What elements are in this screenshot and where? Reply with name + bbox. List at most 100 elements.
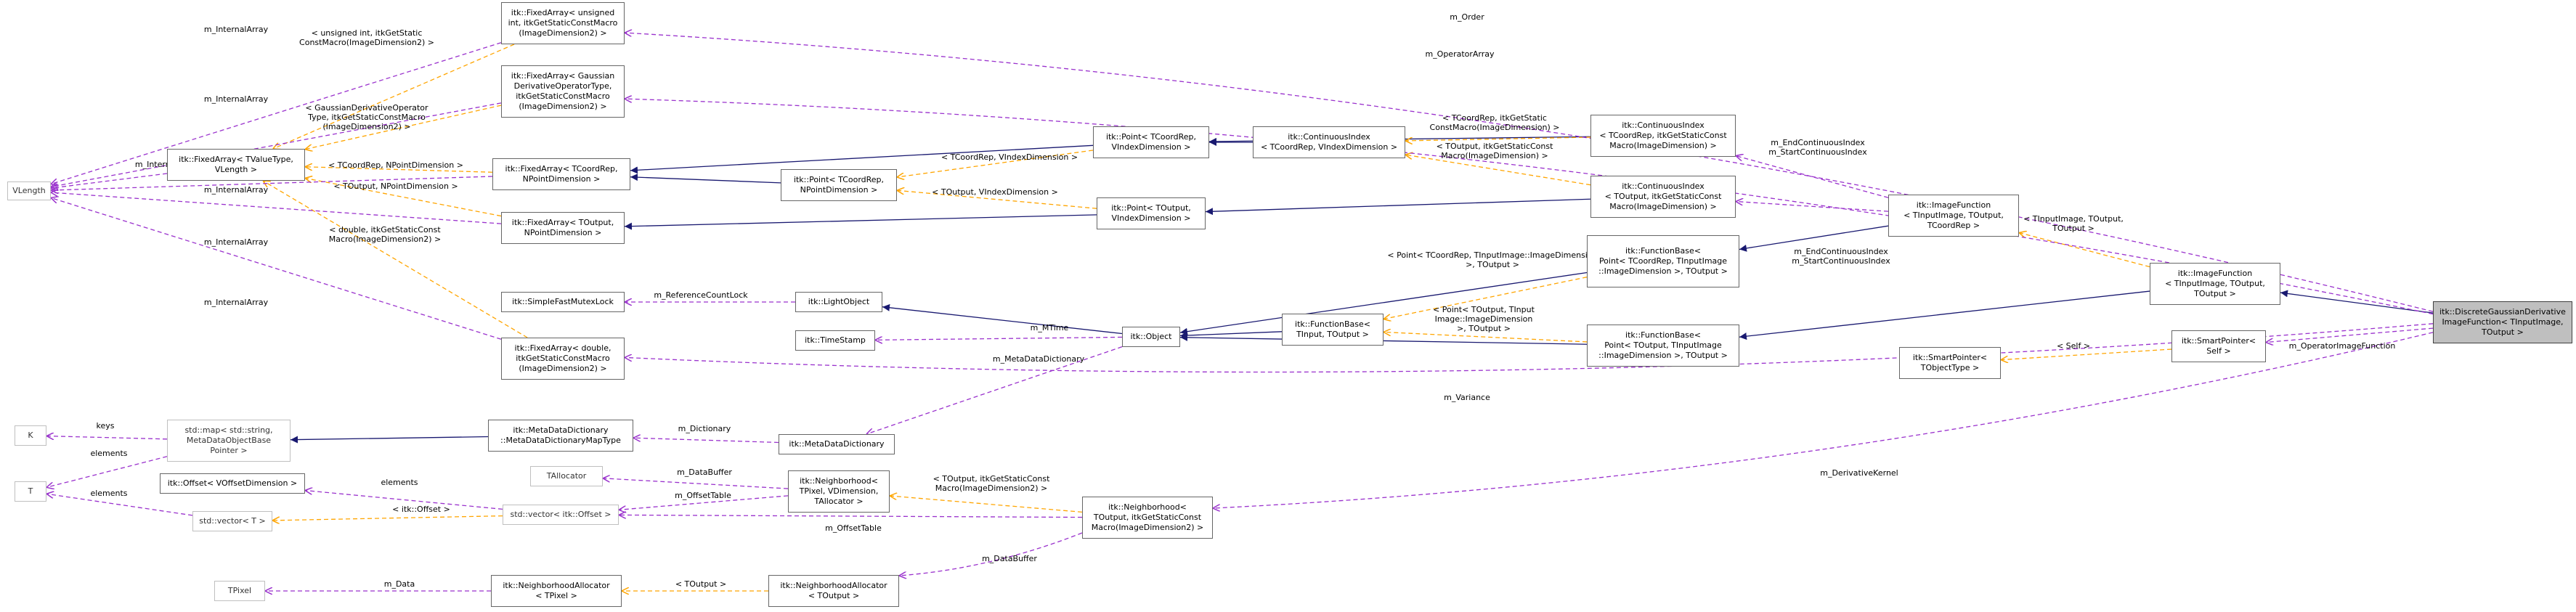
- class-node-mdd[interactable]: itk::MetaDataDictionary: [779, 434, 895, 454]
- class-node-t[interactable]: T: [15, 481, 46, 502]
- class-node-fa-tcoord[interactable]: itk::FixedArray< TCoordRep, NPointDimens…: [492, 158, 630, 190]
- class-node-nba-toutput[interactable]: itk::NeighborhoodAllocator < TOutput >: [768, 575, 899, 607]
- edge-label-databuffer2: m_DataBuffer: [982, 554, 1037, 563]
- class-node-mutex[interactable]: itk::SimpleFastMutexLock: [501, 292, 625, 312]
- edge-use-stdvec-t-to-t: [46, 494, 193, 516]
- edge-tpl-fb-point-tcoord-to-fb-tinput: [1384, 277, 1588, 319]
- edge-use-nb-tpixel-to-tallocator: [603, 478, 789, 489]
- edge-use-fa-gauss-to-vlength: [51, 102, 502, 187]
- edge-inh-fb-point-toutput-to-object: [1179, 333, 1588, 345]
- edge-label-derivkernel: m_DerivativeKernel: [1820, 468, 1898, 478]
- edge-inh-dgi-to-if-toutput: [2280, 290, 2434, 314]
- edge-inh-pt-tcoord-np-to-fa-tcoord: [630, 174, 781, 184]
- class-node-fa-gauss[interactable]: itk::FixedArray< Gaussian DerivativeOper…: [501, 65, 625, 118]
- edge-label-ia1: m_InternalArray: [204, 25, 269, 34]
- class-node-smartptr-t[interactable]: itk::SmartPointer< TObjectType >: [1899, 347, 2001, 379]
- edge-label-m-data: m_Data: [384, 579, 415, 589]
- class-node-nb-tpixel[interactable]: itk::Neighborhood< TPixel, VDimension, T…: [788, 470, 890, 513]
- edge-use-nb-toutput-to-nba-toutput: [899, 532, 1083, 576]
- edge-use-if-tcoord-to-ci-tcoord-img: [1736, 156, 1889, 198]
- edge-use-dgi-to-fa-double: [625, 323, 2434, 373]
- class-node-ci-tcoord[interactable]: itk::ContinuousIndex < TCoordRep, VIndex…: [1253, 126, 1405, 158]
- class-node-fb-point-toutput[interactable]: itk::FunctionBase< Point< TOutput, TInpu…: [1587, 325, 1739, 367]
- class-node-fb-point-tcoord[interactable]: itk::FunctionBase< Point< TCoordRep, TIn…: [1587, 235, 1739, 287]
- class-node-tallocator[interactable]: TAllocator: [530, 466, 603, 486]
- edge-tpl-fa-double-to-fa-vlength: [263, 181, 528, 338]
- edge-use-fa-toutput-to-vlength: [51, 192, 502, 224]
- class-node-offset-v[interactable]: itk::Offset< VOffsetDimension >: [160, 473, 305, 494]
- edge-use-stdvec-off-to-offset-v: [305, 491, 503, 510]
- edge-label-m-order: m_Order: [1450, 12, 1484, 22]
- edge-use-nb-tpixel-to-stdvec-off: [619, 495, 789, 510]
- class-node-fa-uint[interactable]: itk::FixedArray< unsigned int, itkGetSta…: [501, 2, 625, 44]
- class-node-fa-vlength[interactable]: itk::FixedArray< TValueType, VLength >: [167, 149, 305, 181]
- edge-inh-object-to-lightobj: [882, 303, 1123, 335]
- edge-label-elements2: elements: [381, 478, 418, 487]
- edge-label-tpl-toutput: < TOutput >: [675, 579, 726, 589]
- edge-label-offsettable2: m_OffsetTable: [825, 523, 882, 533]
- class-node-pt-tcoord-vi[interactable]: itk::Point< TCoordRep, VIndexDimension >: [1093, 126, 1209, 158]
- class-node-pt-tcoord-np[interactable]: itk::Point< TCoordRep, NPointDimension >: [781, 169, 897, 201]
- class-node-mdd-map[interactable]: itk::MetaDataDictionary ::MetaDataDictio…: [488, 420, 633, 452]
- class-node-fb-tinput[interactable]: itk::FunctionBase< TInput, TOutput >: [1282, 314, 1384, 346]
- class-node-stdvec-off[interactable]: std::vector< itk::Offset >: [503, 505, 619, 525]
- edge-use-object-to-mdd: [866, 346, 1123, 434]
- edge-use-dgi-to-fa-gauss: [625, 99, 2434, 315]
- edge-label-refcountlock: m_ReferenceCountLock: [654, 290, 748, 300]
- edge-use-fa-vlength-to-vlength: [51, 173, 168, 188]
- class-node-lightobj[interactable]: itk::LightObject: [795, 292, 882, 312]
- edge-tpl-pt-toutput-vi-to-pt-tcoord-np: [897, 190, 1097, 209]
- edge-use-mdd-to-mdd-map: [633, 438, 779, 444]
- class-node-stdmap[interactable]: std::map< std::string, MetaDataObjectBas…: [167, 420, 290, 462]
- class-node-if-tcoord[interactable]: itk::ImageFunction < TInputImage, TOutpu…: [1888, 195, 2019, 237]
- edge-tpl-fa-gauss-to-fa-vlength: [305, 105, 502, 150]
- class-node-smartptr-self[interactable]: itk::SmartPointer< Self >: [2171, 330, 2266, 362]
- edge-inh-fb-tinput-to-object: [1179, 331, 1283, 339]
- edge-tpl-fa-tcoord-to-fa-vlength: [305, 167, 493, 173]
- edge-label-m-operatorarray: m_OperatorArray: [1425, 49, 1495, 59]
- edge-inh-ci-toutput-img-to-pt-toutput-vi: [1205, 198, 1591, 216]
- edge-tpl-nb-toutput-to-nb-tpixel: [890, 496, 1083, 513]
- class-node-pt-toutput-vi[interactable]: itk::Point< TOutput, VIndexDimension >: [1097, 197, 1206, 229]
- class-node-vlength[interactable]: VLength: [7, 181, 51, 200]
- edge-tpl-fa-uint-to-fa-vlength: [273, 44, 515, 149]
- class-node-dgi[interactable]: itk::DiscreteGaussianDerivative ImageFun…: [2433, 301, 2572, 343]
- edge-label-tpl-tcoord-np: < TCoordRep, NPointDimension >: [328, 160, 463, 170]
- class-node-stdvec-t[interactable]: std::vector< T >: [192, 511, 272, 531]
- class-node-k[interactable]: K: [15, 425, 46, 446]
- class-node-timestamp[interactable]: itk::TimeStamp: [795, 330, 875, 351]
- edge-use-fa-double-to-vlength: [51, 197, 502, 340]
- class-node-nba-tpixel[interactable]: itk::NeighborhoodAllocator < TPixel >: [491, 575, 622, 607]
- class-node-tpixel[interactable]: TPixel: [214, 581, 265, 601]
- edge-inh-pt-tcoord-vi-to-fa-tcoord: [630, 144, 1094, 174]
- class-node-object[interactable]: itk::Object: [1122, 327, 1180, 347]
- edge-label-keys: keys: [97, 421, 115, 431]
- class-node-fa-double[interactable]: itk::FixedArray< double, itkGetStaticCon…: [501, 338, 625, 380]
- edge-label-ia4: m_InternalArray: [204, 185, 269, 195]
- edge-label-tpl-itkoffset: < itk::Offset >: [392, 505, 450, 514]
- edge-label-ia5: m_InternalArray: [204, 237, 269, 247]
- edge-tpl-stdvec-off-to-stdvec-t: [272, 515, 503, 521]
- edge-use-dgi-to-fa-uint: [625, 33, 2434, 312]
- class-node-ci-tcoord-img[interactable]: itk::ContinuousIndex < TCoordRep, itkGet…: [1590, 115, 1736, 157]
- edge-inh-pt-toutput-vi-to-fa-toutput: [624, 214, 1097, 230]
- class-node-ci-toutput-img[interactable]: itk::ContinuousIndex < TOutput, itkGetSt…: [1590, 176, 1736, 218]
- edge-tpl-pt-tcoord-vi-to-pt-tcoord-np: [897, 150, 1094, 177]
- edge-label-ia6: m_InternalArray: [204, 298, 269, 307]
- edge-label-elements3: elements: [90, 489, 127, 498]
- class-node-fa-toutput[interactable]: itk::FixedArray< TOutput, NPointDimensio…: [501, 212, 625, 244]
- edge-label-tpl-toutput-np: < TOutput, NPointDimension >: [333, 181, 458, 191]
- class-node-if-toutput[interactable]: itk::ImageFunction < TInputImage, TOutpu…: [2150, 263, 2280, 305]
- edge-label-tpl-toutput-vi: < TOutput, VIndexDimension >: [932, 187, 1058, 197]
- class-node-nb-toutput[interactable]: itk::Neighborhood< TOutput, itkGetStatic…: [1082, 497, 1213, 539]
- edge-label-offsettable1: m_OffsetTable: [675, 491, 731, 500]
- edge-label-tpl-tcoord-vi: < TCoordRep, VIndexDimension >: [941, 152, 1078, 162]
